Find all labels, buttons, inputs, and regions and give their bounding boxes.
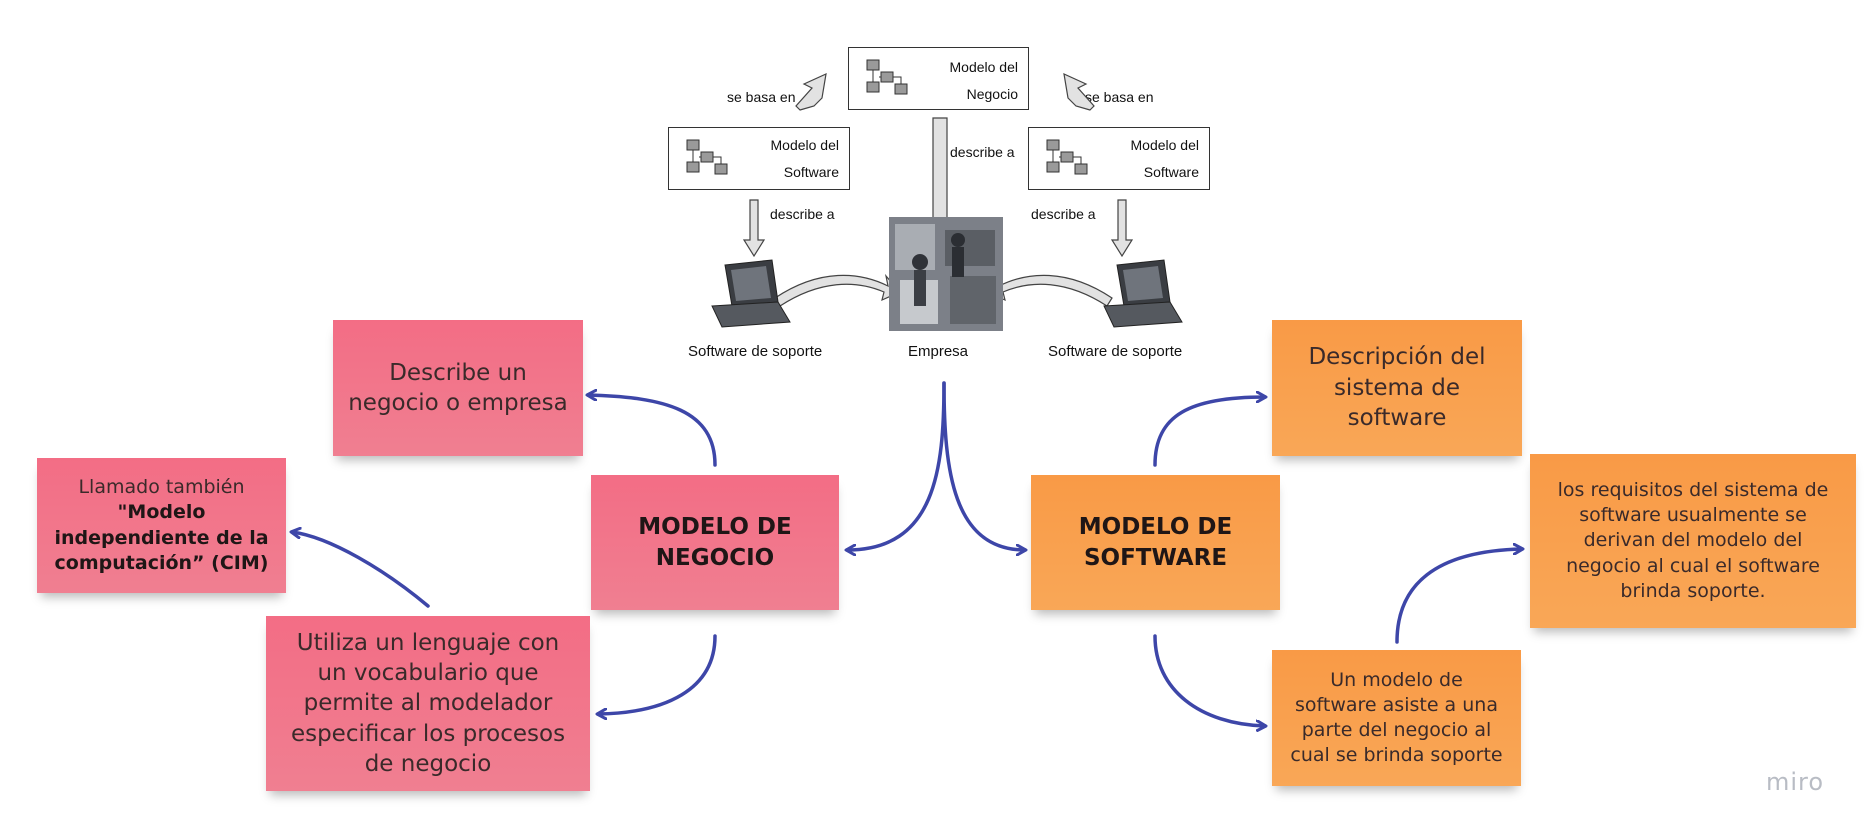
note-text: MODELO DE SOFTWARE <box>1078 514 1233 571</box>
note-software-model[interactable]: MODELO DE SOFTWARE <box>1031 475 1280 610</box>
arrow-empresa-to-software <box>942 381 1025 550</box>
arrow-negocio-to-language <box>598 634 717 714</box>
note-software-description[interactable]: Descripción del sistema de software <box>1272 320 1522 456</box>
arrow-software-to-desc <box>1153 397 1265 467</box>
left-describe-label: describe a <box>770 206 835 222</box>
miro-logo: miro <box>1766 768 1825 796</box>
cim-prefix: Llamado también <box>78 476 245 499</box>
right-software-box: Modelo del Software <box>1028 127 1210 190</box>
note-text: Describe un negocio o empresa <box>348 359 568 416</box>
arrow-negocio-to-describe <box>588 395 717 467</box>
note-text: los requisitos del sistema de software u… <box>1557 479 1829 602</box>
note-text: MODELO DE NEGOCIO <box>638 514 792 571</box>
right-laptop-icon <box>1103 259 1183 328</box>
cim-bold: "Modelo independiente de la computación”… <box>54 501 269 574</box>
note-software-requirements[interactable]: los requisitos del sistema de software u… <box>1530 454 1856 628</box>
note-business-language[interactable]: Utiliza un lenguaje con un vocabulario q… <box>266 616 590 791</box>
note-text: Utiliza un lenguaje con un vocabulario q… <box>290 629 566 778</box>
arrow-empresa-to-negocio <box>847 381 946 550</box>
center-caption: Empresa <box>908 343 969 360</box>
model-diagram-icon <box>866 59 908 95</box>
arrow-language-to-cim <box>292 532 430 608</box>
right-describe-label: describe a <box>1031 206 1096 222</box>
left-relation-label: se basa en <box>727 89 796 105</box>
note-business-description[interactable]: Describe un negocio o empresa <box>333 320 583 456</box>
model-diagram-icon <box>1046 139 1088 175</box>
right-box-title: Modelo del Software <box>1130 137 1200 180</box>
left-caption: Software de soporte <box>688 343 823 360</box>
empresa-photo <box>889 217 1003 331</box>
note-text: Un modelo de software asiste a una parte… <box>1290 668 1503 767</box>
top-model-box: Modelo del Negocio <box>848 47 1029 110</box>
note-text: Descripción del sistema de software <box>1308 344 1486 432</box>
arrow-assists-to-requirements <box>1395 549 1522 644</box>
top-box-title: Modelo del Negocio <box>949 59 1019 102</box>
figure-graphics <box>711 72 1183 331</box>
note-business-model[interactable]: MODELO DE NEGOCIO <box>591 475 839 610</box>
left-laptop-icon <box>711 259 791 328</box>
model-diagram-icon <box>686 139 728 175</box>
right-caption: Software de soporte <box>1048 343 1183 360</box>
note-cim[interactable]: Llamado también "Modelo independiente de… <box>37 458 286 593</box>
left-software-box: Modelo del Software <box>668 127 850 190</box>
right-relation-label: se basa en <box>1085 89 1154 105</box>
arrow-software-to-assists <box>1153 634 1265 726</box>
note-software-assists[interactable]: Un modelo de software asiste a una parte… <box>1272 650 1521 786</box>
note-text: Llamado también "Modelo independiente de… <box>47 475 276 575</box>
center-relation-label: describe a <box>950 144 1015 160</box>
left-box-title: Modelo del Software <box>770 137 840 180</box>
